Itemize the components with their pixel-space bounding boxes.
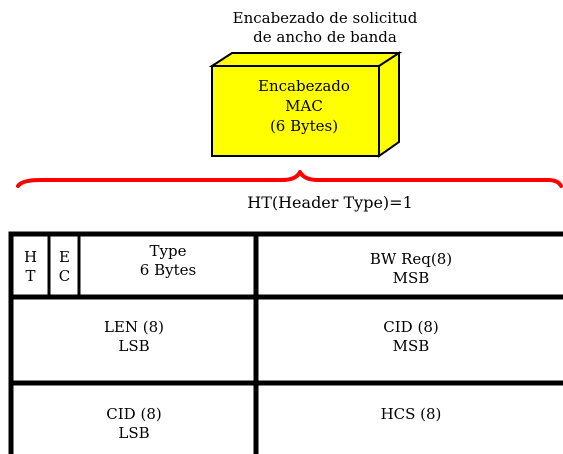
cell-cid-lsb-line-1: CID (8) bbox=[106, 405, 162, 423]
cell-bw-req-line-2: MSB bbox=[392, 269, 430, 287]
cell-ht-line-1: H bbox=[23, 248, 38, 266]
cell-ec-line-2: C bbox=[58, 267, 71, 285]
cell-bw-req: BW Req(8) MSB bbox=[259, 250, 563, 288]
mac-header-box bbox=[208, 51, 403, 158]
cell-type: Type 6 Bytes bbox=[82, 242, 254, 280]
red-brace bbox=[16, 170, 563, 188]
cell-ec: E C bbox=[51, 248, 78, 286]
cell-ec-line-1: E bbox=[59, 248, 70, 266]
cell-cid-msb: CID (8) MSB bbox=[259, 318, 563, 356]
cell-ht-line-2: T bbox=[25, 267, 36, 285]
cell-len: LEN (8) LSB bbox=[14, 318, 254, 356]
packet-table bbox=[8, 231, 563, 454]
cell-bw-req-line-1: BW Req(8) bbox=[369, 250, 453, 268]
mac-box-line-3: (6 Bytes) bbox=[269, 117, 339, 135]
caption-line-2: de ancho de banda bbox=[253, 28, 397, 46]
cell-cid-msb-line-2: MSB bbox=[392, 337, 430, 355]
cell-ht: H T bbox=[14, 248, 47, 286]
mac-box-front-face bbox=[211, 65, 380, 157]
cell-cid-lsb: CID (8) LSB bbox=[14, 405, 254, 443]
cell-cid-lsb-line-2: LSB bbox=[118, 424, 150, 442]
cell-len-line-2: LSB bbox=[118, 337, 150, 355]
cell-hcs-line-1: HCS (8) bbox=[380, 405, 442, 423]
cell-cid-msb-line-1: CID (8) bbox=[383, 318, 439, 336]
mac-box-line-2: MAC bbox=[285, 97, 323, 115]
cell-hcs: HCS (8) bbox=[259, 405, 563, 424]
cell-len-line-1: LEN (8) bbox=[103, 318, 165, 336]
cell-type-line-1: Type bbox=[149, 242, 187, 260]
header-type-label: HT(Header Type)=1 bbox=[247, 193, 413, 212]
mac-box-side-face bbox=[378, 51, 400, 158]
mac-box-top-face bbox=[208, 52, 403, 67]
diagram-caption: Encabezado de solicitud de ancho de band… bbox=[190, 9, 460, 47]
mac-box-line-1: Encabezado bbox=[258, 77, 350, 95]
caption-line-1: Encabezado de solicitud bbox=[232, 9, 418, 27]
mac-box-label: Encabezado MAC (6 Bytes) bbox=[229, 76, 379, 136]
cell-type-line-2: 6 Bytes bbox=[139, 261, 197, 279]
